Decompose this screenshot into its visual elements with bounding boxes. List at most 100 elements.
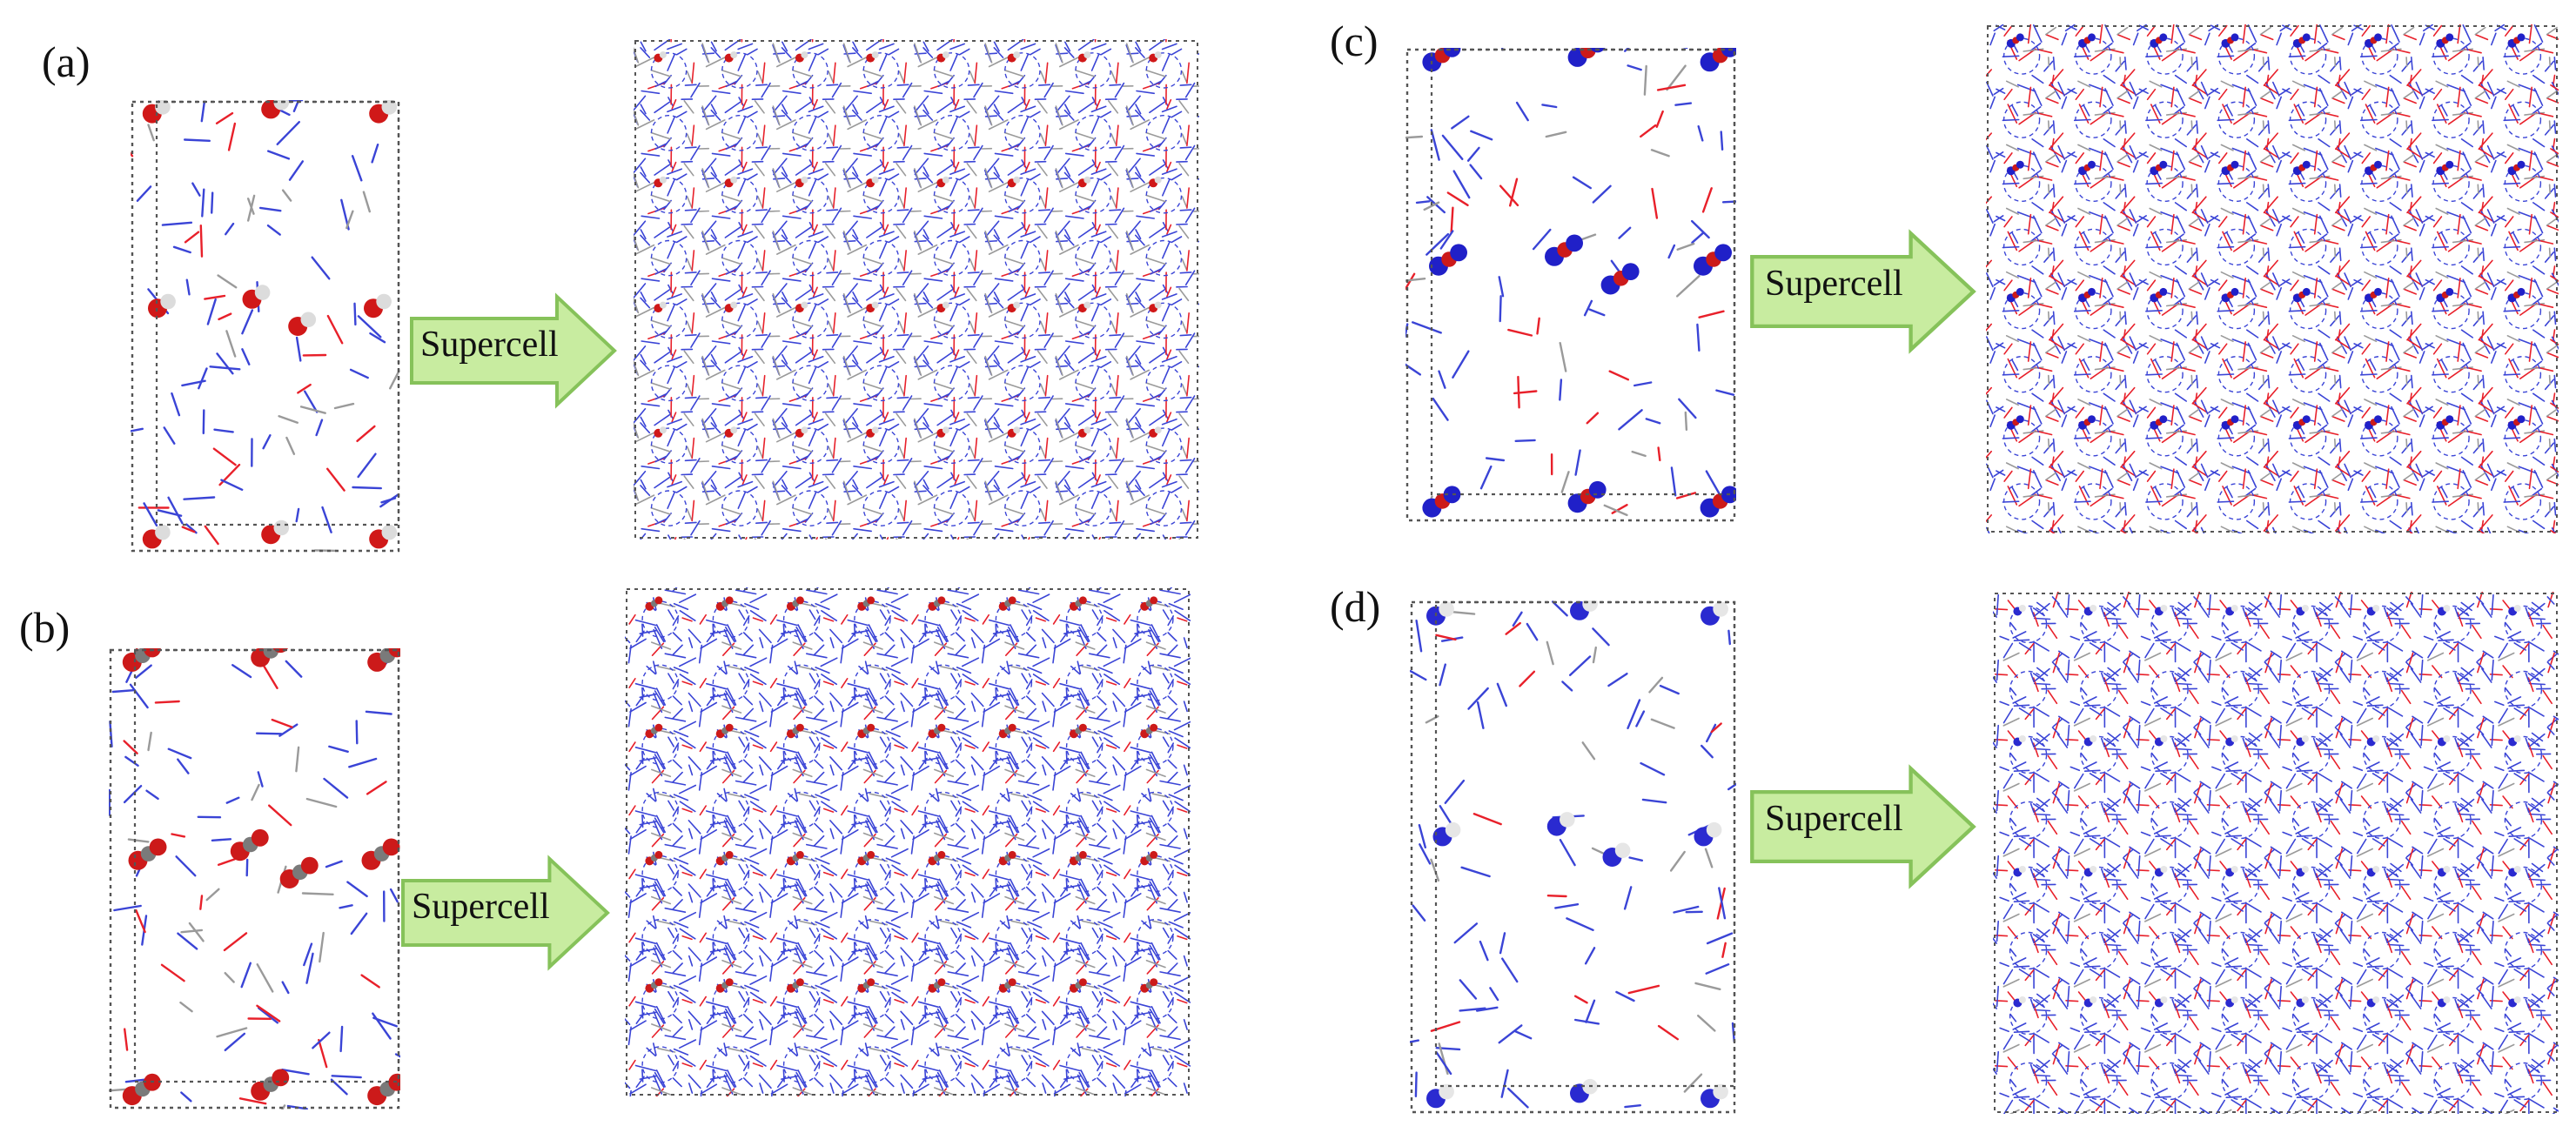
guest-molecule [724, 176, 738, 188]
guest-molecule [2296, 996, 2309, 1008]
guest-molecule [1069, 850, 1087, 866]
guest-molecule [2507, 415, 2526, 430]
arrow-label-a: Supercell [420, 325, 559, 365]
guest-molecule [1570, 600, 1598, 620]
guest-molecule [2013, 605, 2026, 616]
guest-molecule [2006, 415, 2024, 430]
guest-molecule [2508, 996, 2521, 1008]
guest-molecule [715, 978, 734, 993]
guest-molecule [928, 723, 946, 739]
guest-molecule [2078, 33, 2096, 48]
guest-molecule [998, 850, 1016, 866]
guest-molecule [866, 301, 879, 313]
unit-cell-a-svg [131, 100, 400, 553]
supercell-arrow-d [1749, 764, 1977, 889]
supercell-d-svg [1993, 592, 2559, 1114]
guest-molecule [2296, 735, 2309, 747]
guest-molecule [1140, 978, 1158, 993]
arrow-path-d [1750, 764, 1976, 889]
guest-molecules [1426, 600, 1728, 1109]
supercell-d [1993, 592, 2559, 1114]
guest-molecule [998, 596, 1016, 611]
guest-molecule [998, 723, 1016, 739]
guest-molecule [715, 596, 734, 611]
guest-molecule [715, 723, 734, 739]
guest-molecule [1545, 234, 1583, 266]
guest-molecules [1422, 48, 1736, 518]
guest-molecule [786, 850, 804, 866]
guest-molecule [2013, 735, 2026, 747]
host-framework [1405, 48, 1736, 517]
unit-cell-d-svg [1410, 600, 1736, 1114]
guest-molecule [2436, 160, 2454, 176]
guest-molecule [857, 850, 875, 866]
guest-molecule [1140, 596, 1158, 611]
guest-molecule [1700, 48, 1736, 72]
guest-molecule [1149, 51, 1162, 63]
guest-molecule [2365, 415, 2382, 430]
arrow-path-a [410, 292, 617, 409]
guest-molecule [2292, 33, 2311, 48]
guest-molecule [2437, 605, 2451, 616]
guest-molecule [654, 301, 667, 313]
unit-cell-boundary [1405, 48, 1736, 522]
guest-molecule [1007, 426, 1021, 438]
guest-molecule [2437, 735, 2451, 747]
panel-label-c: (c) [1330, 17, 1379, 65]
guest-molecule [654, 176, 667, 188]
guest-molecule [795, 301, 808, 313]
guest-molecule [2221, 160, 2239, 176]
guest-molecule [645, 850, 663, 866]
guest-molecule [2366, 605, 2380, 616]
guest-molecule [2225, 866, 2238, 877]
guest-molecule [724, 301, 738, 313]
guest-molecule [1077, 51, 1091, 63]
guest-molecule [2366, 735, 2380, 747]
guest-molecule [645, 596, 663, 611]
guest-molecule [367, 648, 400, 672]
arrow-label-c: Supercell [1765, 264, 1903, 304]
supercell-boundary [1994, 593, 2558, 1113]
guest-molecule [2436, 287, 2454, 303]
guest-molecule [724, 51, 738, 63]
guest-molecule [2436, 415, 2454, 430]
arrow-path-b [401, 855, 610, 971]
guest-molecule [2507, 160, 2526, 176]
guest-molecule [795, 51, 808, 63]
ring-pattern [2009, 605, 2543, 1101]
guest-molecule [122, 648, 161, 672]
guest-molecule [2508, 605, 2521, 616]
guest-molecule [261, 520, 290, 545]
guest-molecule [928, 850, 946, 866]
unit-cell-c-svg [1405, 48, 1736, 522]
guest-molecule [654, 426, 667, 438]
guest-molecule [1426, 601, 1454, 626]
guest-molecule [786, 596, 804, 611]
host-framework [625, 587, 1191, 1096]
guest-molecule [1432, 821, 1461, 847]
guest-molecule [795, 426, 808, 438]
guest-molecule [2150, 287, 2168, 303]
panel-label-d: (d) [1330, 582, 1381, 631]
guest-molecules [2006, 33, 2526, 430]
guest-molecule [122, 1073, 161, 1106]
guest-molecule [866, 176, 879, 188]
guest-molecule [2508, 735, 2521, 747]
guest-molecule [1426, 1083, 1454, 1109]
guest-molecules [122, 648, 400, 1106]
unit-cell-a [131, 100, 400, 553]
arrow-path-c [1750, 229, 1976, 354]
guest-molecule [866, 426, 879, 438]
supercell-a-svg [634, 39, 1199, 540]
host-framework [131, 100, 400, 553]
guest-molecule [2365, 160, 2382, 176]
host-framework [1993, 592, 2559, 1114]
guest-molecule [364, 293, 392, 318]
guest-molecule [2507, 287, 2526, 303]
guest-molecule [2078, 160, 2096, 176]
guest-molecules [142, 100, 398, 549]
guest-molecule [148, 293, 176, 318]
guest-molecule [2006, 160, 2024, 176]
guest-molecule [2154, 996, 2168, 1008]
guest-molecule [142, 100, 171, 124]
